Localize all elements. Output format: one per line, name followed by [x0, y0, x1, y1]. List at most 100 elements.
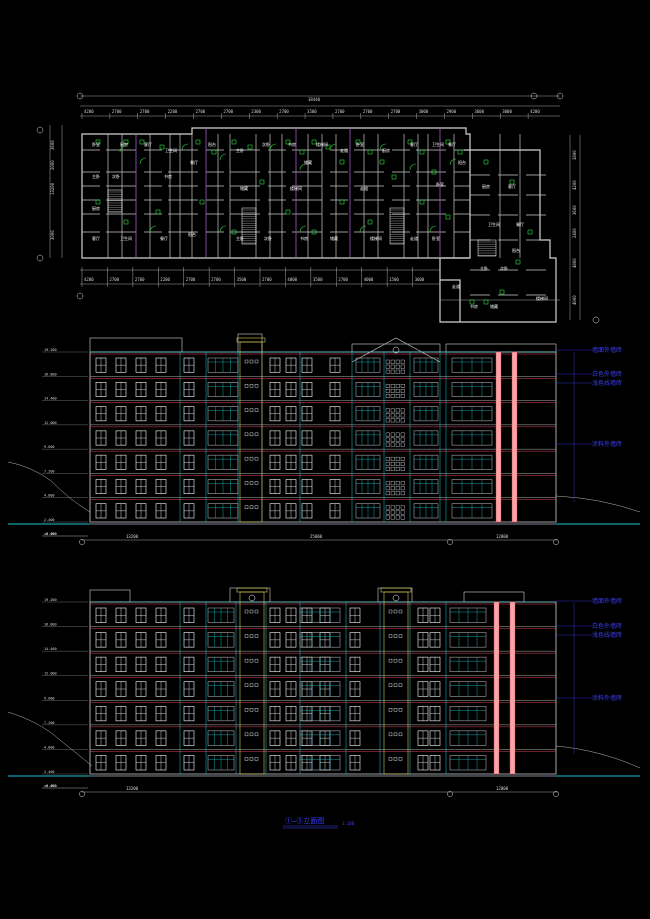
room-label: 餐厅 [448, 141, 456, 147]
window [155, 607, 167, 623]
fixture [285, 209, 291, 215]
wide-window [207, 706, 235, 722]
window [95, 479, 107, 495]
window [329, 357, 341, 373]
window [155, 479, 167, 495]
window [135, 479, 147, 495]
wide-window [451, 430, 493, 446]
wide-window [451, 357, 493, 373]
plan-dim-top: 3600 [474, 109, 484, 114]
room-label: 厨房 [482, 183, 490, 189]
window [417, 632, 429, 648]
window [115, 503, 127, 519]
wide-window [413, 357, 439, 373]
window [183, 381, 195, 397]
fixture [299, 149, 305, 155]
wide-window [451, 503, 493, 519]
window [135, 381, 147, 397]
door-swing [219, 225, 227, 233]
window [95, 755, 107, 771]
drawing-title: ①—⑤立面图 1:100 [283, 816, 355, 829]
window [319, 607, 331, 623]
plan-dim-bottom: 2200 [160, 277, 170, 282]
window [285, 430, 297, 446]
window [301, 406, 313, 422]
stair-tower [236, 587, 268, 775]
room-label: 卫生间 [432, 141, 444, 147]
level-mark: 12.000 [44, 421, 57, 425]
plan-dim-top: 2700 [363, 109, 373, 114]
window [301, 381, 313, 397]
window [269, 479, 281, 495]
window [135, 357, 147, 373]
room-label: 客厅 [144, 141, 152, 147]
wide-window [449, 706, 487, 722]
window [269, 730, 281, 746]
window [155, 681, 167, 697]
axis-bubble [553, 791, 559, 797]
level-mark: 19.200 [44, 348, 57, 352]
wide-window [207, 430, 239, 446]
window [269, 607, 281, 623]
fixture [139, 139, 145, 145]
window [329, 503, 341, 519]
window [95, 406, 107, 422]
window [285, 705, 297, 722]
room-label: 卧室 [436, 181, 444, 187]
window [301, 705, 313, 722]
window [285, 730, 297, 746]
fixture [231, 139, 237, 145]
plan-dim-right: 4800 [572, 258, 577, 268]
room-label: 客厅 [410, 141, 418, 147]
window [349, 632, 361, 648]
axis-dimension: 13200 [126, 534, 139, 539]
window [301, 656, 313, 673]
material-note: 墙面外墙砖 [592, 346, 622, 354]
room-label: 客厅 [92, 235, 100, 241]
plan-dim-top: 2700 [196, 109, 206, 114]
room-label: 次卧 [500, 265, 508, 271]
wide-window [299, 755, 341, 771]
window [183, 705, 195, 722]
stair-tower [236, 337, 266, 523]
window [301, 454, 313, 470]
plan-dim-top: 2900 [446, 109, 456, 114]
plan-dim-right: 4000 [572, 295, 577, 305]
terrain-left [7, 711, 93, 767]
axis-dimension: 12000 [496, 786, 509, 791]
room-label: 卧室 [432, 235, 440, 241]
window [135, 406, 147, 422]
stair-tower [380, 587, 412, 775]
window [183, 406, 195, 422]
room-label: 书房 [288, 141, 296, 147]
window [285, 381, 297, 397]
door-swing [299, 163, 307, 171]
window [285, 503, 297, 519]
door-swing [359, 225, 367, 233]
room-label: 厨房 [382, 147, 390, 153]
door-swing [219, 153, 227, 161]
title-label: ①—⑤立面图 [285, 816, 324, 825]
window [269, 406, 281, 422]
room-label: 储藏 [240, 185, 248, 191]
level-mark: 14.400 [44, 647, 57, 651]
wide-window [355, 430, 381, 446]
window [301, 607, 313, 623]
wide-window [413, 430, 439, 446]
plan-dim-top: 2700 [112, 109, 122, 114]
room-label: 阳台 [208, 141, 216, 147]
fixture [379, 159, 385, 165]
room-label: 书房 [470, 303, 478, 309]
plan-walls [81, 127, 557, 323]
wide-window [451, 406, 493, 422]
fixture [445, 139, 451, 145]
window [155, 454, 167, 470]
wide-window [299, 656, 341, 672]
level-mark: ±0.000 [44, 784, 57, 788]
window [155, 705, 167, 722]
plan-dim-bottom: 3500 [237, 277, 247, 282]
pink-strip [495, 351, 502, 523]
room-label: 餐厅 [516, 221, 524, 227]
plan-stair-treads [108, 191, 496, 256]
